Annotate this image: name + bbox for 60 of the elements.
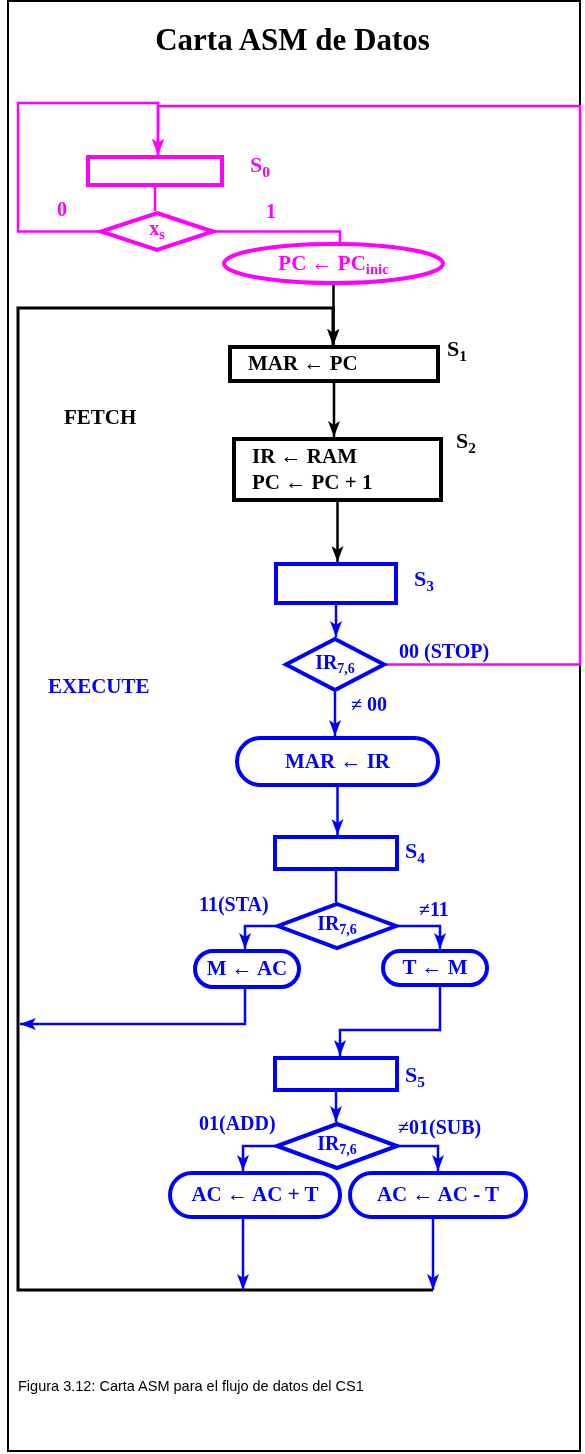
edge-label: 11(STA) xyxy=(198,893,270,916)
register-transfer: MAR ← IR xyxy=(285,748,390,775)
state-label: S$_{3}$ xyxy=(414,566,434,592)
diagram-title: Carta ASM de Datos xyxy=(154,22,431,58)
state-box xyxy=(228,345,440,383)
arrow xyxy=(20,989,247,1030)
empty-state-box xyxy=(273,1056,399,1092)
edge-label: ≠01(SUB) xyxy=(397,1116,483,1139)
arrow xyxy=(331,502,344,562)
state-label: S$_{4}$ xyxy=(405,838,425,864)
empty-state-box xyxy=(273,835,399,871)
arrow xyxy=(427,1219,439,1290)
arrow xyxy=(397,924,446,949)
arrow xyxy=(398,1144,444,1171)
decision-diamond xyxy=(276,1122,398,1170)
state-label: S$_{1}$ xyxy=(447,336,467,362)
conditional-output-oval xyxy=(222,242,445,285)
decision-diamond xyxy=(277,902,397,950)
empty-state-box xyxy=(86,155,224,187)
connector-line xyxy=(334,871,338,902)
arrow xyxy=(327,285,340,345)
register-transfer: M ← AC xyxy=(206,956,288,982)
figure-caption: Figura 3.12: Carta ASM para el flujo de datos del CS1 xyxy=(18,1378,364,1394)
arrow xyxy=(330,605,342,637)
conditional-output-box xyxy=(168,1171,342,1219)
empty-state-box xyxy=(274,562,398,605)
register-transfer: AC ← AC - T xyxy=(376,1182,500,1208)
register-transfer: T ← M xyxy=(402,955,468,981)
return-arrow xyxy=(16,306,433,1292)
register-transfer: PC ← PC + 1 xyxy=(252,469,373,495)
register-transfer: IR$_{7,6}$ xyxy=(317,1131,357,1155)
section-label: FETCH xyxy=(64,405,137,430)
register-transfer: AC ← AC + T xyxy=(191,1182,319,1208)
arrow xyxy=(328,383,340,437)
arrow xyxy=(334,987,442,1056)
state-label: S$_{0}$ xyxy=(250,152,270,178)
state-label: S$_{5}$ xyxy=(405,1062,425,1088)
arrow xyxy=(237,1219,249,1290)
register-transfer: IR ← RAM xyxy=(252,444,358,470)
register-transfer: PC ← PC$_{inic}$ xyxy=(278,250,389,277)
register-transfer: IR$_{7,6}$ xyxy=(317,911,357,935)
state-label: S$_{2}$ xyxy=(456,428,476,454)
conditional-output-box xyxy=(235,736,440,787)
register-transfer: MAR ← PC xyxy=(248,351,358,377)
arrow xyxy=(330,1092,342,1122)
conditional-output-box xyxy=(381,949,489,987)
register-transfer: IR$_{7,6}$ xyxy=(315,649,355,674)
arrow xyxy=(331,787,344,835)
edge-label: 01(ADD) xyxy=(198,1112,277,1135)
connector-line xyxy=(153,187,157,211)
conditional-output-box xyxy=(348,1171,528,1219)
arrow xyxy=(329,692,341,736)
edge-label: 00 (STOP) xyxy=(398,640,491,663)
section-label: EXECUTE xyxy=(48,674,150,699)
connector-line xyxy=(214,230,342,242)
state-box xyxy=(232,437,443,502)
arrow xyxy=(239,924,277,949)
conditional-output-box xyxy=(193,949,301,989)
arrow xyxy=(237,1144,276,1171)
arrow xyxy=(152,104,582,666)
